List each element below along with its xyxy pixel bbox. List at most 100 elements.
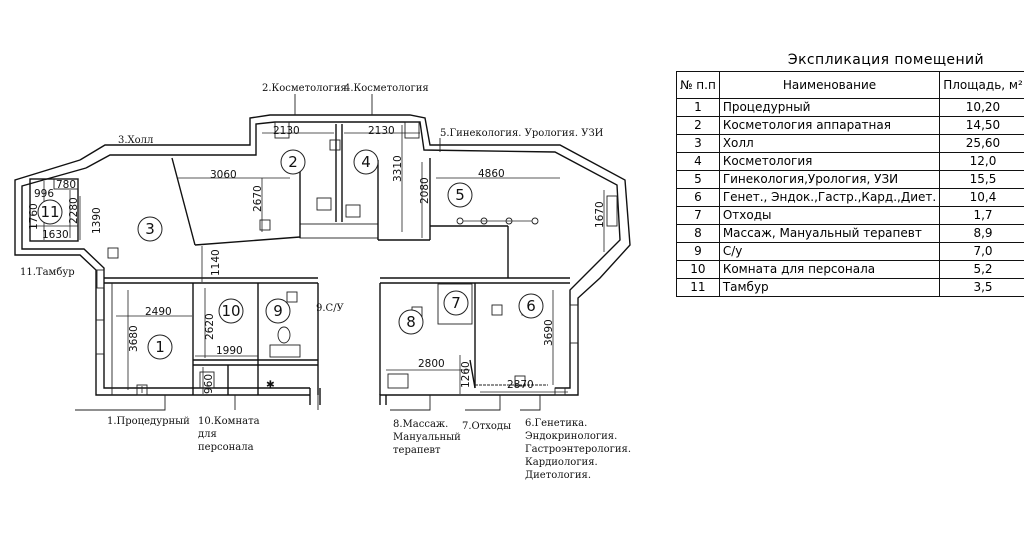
cell-area: 25,60 [939,134,1024,153]
cell-area: 8,9 [939,224,1024,243]
label-room-11: 11.Тамбур [20,267,75,278]
cell-number: 3 [676,134,720,153]
floor-plan: ✱ 2130 [14,83,631,481]
header-area: Площадь, м² [939,71,1024,99]
explication-title: Экспликация помещений [787,52,984,68]
dim-2800: 2800 [418,358,445,370]
cell-name: Косметология [718,152,941,171]
cell-number: 10 [676,260,720,279]
dim-3690: 3690 [543,319,555,346]
label-room-5: 5.Гинекология. Урология. УЗИ [440,128,604,139]
label-room-7: 7.Отходы [462,421,511,432]
outer-walls [14,114,631,405]
label-room-10-line2: для [198,429,217,440]
cell-number: 6 [676,188,720,207]
dim-2620: 2620 [204,313,216,340]
dimension-lines [30,125,605,394]
room-number-2: 2 [288,153,298,171]
cell-name: Холл [718,134,941,153]
label-room-3: 3.Холл [118,135,153,146]
room-number-6: 6 [526,297,536,315]
cell-name: Комната для персонала [718,260,941,279]
label-room-8-line2: Мануальный [393,432,461,443]
header-number: № п.п [676,71,720,99]
dim-1670: 1670 [594,201,606,228]
leader-lines [75,94,541,411]
dim-2130-room2: 2130 [273,125,300,137]
cell-number: 1 [676,98,720,117]
explication-panel: Экспликация помещений № п.п Наименование… [676,52,1024,297]
dim-960: 960 [203,374,215,394]
label-room-6-line5: Диетология. [525,470,591,481]
room-number-1: 1 [155,338,165,356]
dim-2870: 2870 [507,379,534,391]
label-room-4: 4.Косметология [344,83,429,94]
dim-1140: 1140 [210,249,222,276]
dim-2130-room4: 2130 [368,125,395,137]
cell-name: Процедурный [718,98,941,117]
cell-name: Косметология аппаратная [718,116,941,135]
cell-number: 2 [676,116,720,135]
dim-4860: 4860 [478,168,505,180]
label-room-2: 2.Косметология [262,83,347,94]
label-room-9: 9.С/У [316,303,345,314]
label-room-1: 1.Процедурный [107,416,190,427]
room-number-3: 3 [145,220,155,238]
cell-number: 9 [676,242,720,261]
dim-1630: 1630 [42,229,69,241]
cell-name: Гинекология,Урология, УЗИ [718,170,941,189]
cell-area: 10,4 [939,188,1024,207]
svg-text:✱: ✱ [266,379,275,391]
cell-area: 12,0 [939,152,1024,171]
dim-1260: 1260 [460,361,472,388]
room-number-markers: 1 2 3 4 5 6 7 8 9 10 11 [37,149,544,360]
room-number-9: 9 [273,302,283,320]
label-room-10-line3: персонала [198,442,254,453]
cell-name: С/у [718,242,941,261]
cell-area: 7,0 [939,242,1024,261]
dim-2670: 2670 [252,185,264,212]
room-number-11: 11 [40,203,59,221]
cell-area: 3,5 [939,278,1024,297]
table-header-row: № п.п Наименование Площадь, м² [676,71,1024,99]
label-room-10-line1: 10.Комната [198,416,260,427]
cell-area: 10,20 [939,98,1024,117]
label-room-6-line4: Кардиология. [525,457,598,468]
cell-area: 14,50 [939,116,1024,135]
dim-2080: 2080 [419,177,431,204]
label-room-6-line2: Эндокринология. [525,431,617,442]
dim-1990: 1990 [216,345,243,357]
dim-996: 996 [34,188,54,200]
dim-3310: 3310 [392,155,404,182]
cell-area: 1,7 [939,206,1024,225]
dimension-texts: 2130 2130 3060 2670 3310 2080 4860 1670 … [28,125,606,394]
label-room-8-line3: терапевт [393,445,441,456]
room-number-4: 4 [361,153,371,171]
dim-2280: 2280 [68,197,80,224]
dim-1760: 1760 [28,203,40,230]
cell-area: 15,5 [939,170,1024,189]
label-room-6-line1: 6.Генетика. [525,418,587,429]
cell-area: 5,2 [939,260,1024,279]
dim-3060: 3060 [210,169,237,181]
cell-name: Тамбур [718,278,941,297]
cell-name: Массаж, Мануальный терапевт [718,224,941,243]
label-room-8-line1: 8.Массаж. [393,419,448,430]
label-room-6-line3: Гастроэнтерология. [525,444,631,455]
cell-name: Генет., Эндок.,Гастр.,Кард.,Диет. [718,188,941,207]
cell-number: 8 [676,224,720,243]
header-name: Наименование [718,71,941,99]
dim-1390: 1390 [91,207,103,234]
